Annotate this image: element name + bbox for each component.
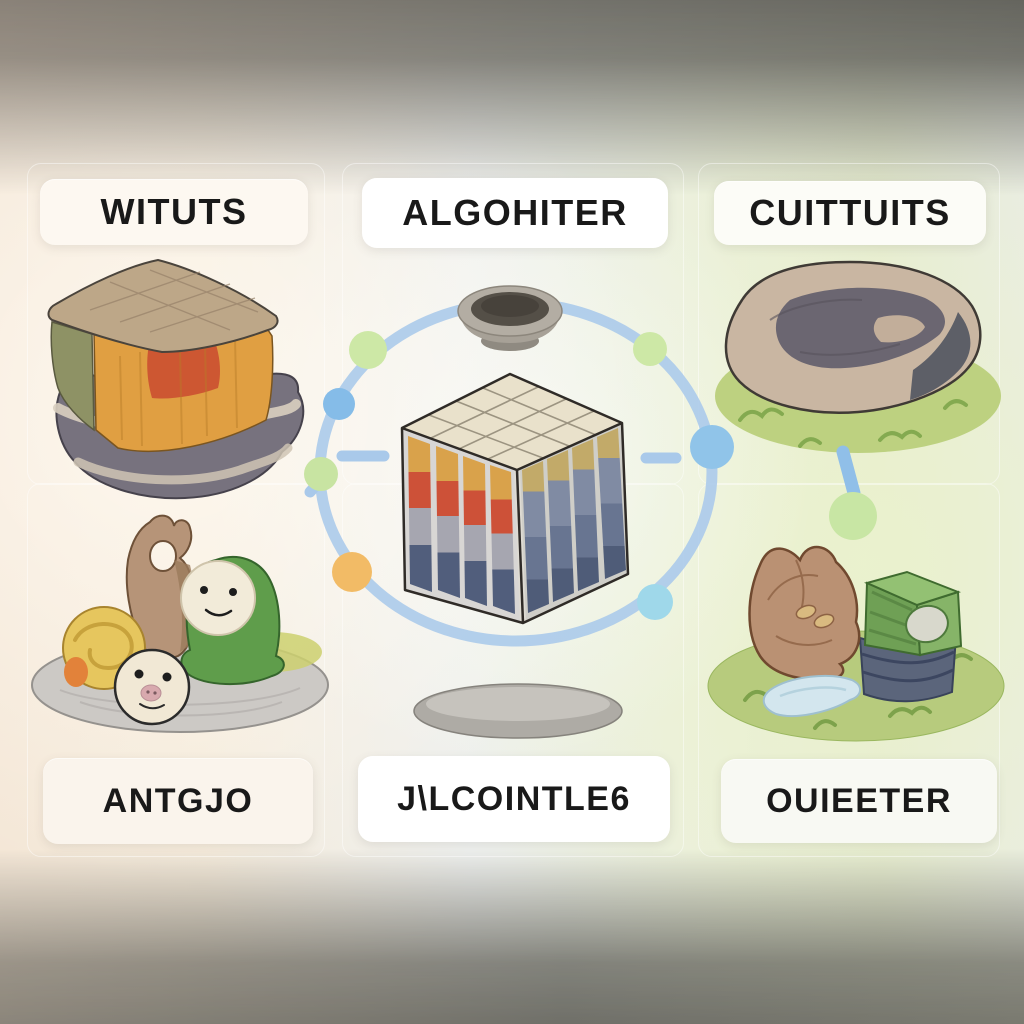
rock-crate-cloth-icon — [707, 545, 1005, 742]
node-green-right-icon — [829, 492, 877, 540]
label-text-top-center: ALGOHITER — [402, 192, 628, 233]
label-text-top-right: CUITTUITS — [749, 192, 951, 233]
label-text-bottom-right: OUIEETER — [766, 781, 952, 820]
clay-figurines-icon — [31, 514, 329, 733]
label-chip-bottom-right: OUIEETER — [721, 759, 997, 843]
label-chip-bottom-left: ANTGJO — [43, 758, 313, 844]
label-chip-bottom-center: J\LCOINTLE6 — [358, 756, 670, 842]
label-chip-top-left: WITUTS — [40, 179, 308, 245]
label-chip-top-center: ALGOHITER — [362, 178, 668, 248]
base-disc-icon — [413, 683, 623, 739]
node-green-left-icon — [304, 457, 338, 491]
node-blue-left-icon — [323, 388, 355, 420]
node-green-top-right-icon — [633, 332, 667, 366]
node-green-top-left-icon — [349, 331, 387, 369]
node-teal-icon — [637, 584, 673, 620]
strata-block-icon — [47, 258, 305, 500]
boulder-on-grass-icon — [715, 260, 1001, 453]
label-chip-top-right: CUITTUITS — [714, 181, 986, 245]
data-cube-icon — [400, 372, 630, 625]
funnel-bowl-icon — [457, 285, 563, 351]
node-orange-icon — [332, 552, 372, 592]
node-blue-right-icon — [690, 425, 734, 469]
label-text-bottom-center: J\LCOINTLE6 — [397, 779, 631, 818]
label-text-bottom-left: ANTGJO — [102, 781, 254, 820]
orbit-diagram — [304, 285, 877, 739]
label-text-top-left: WITUTS — [100, 191, 248, 232]
right-connector-line — [836, 445, 861, 500]
